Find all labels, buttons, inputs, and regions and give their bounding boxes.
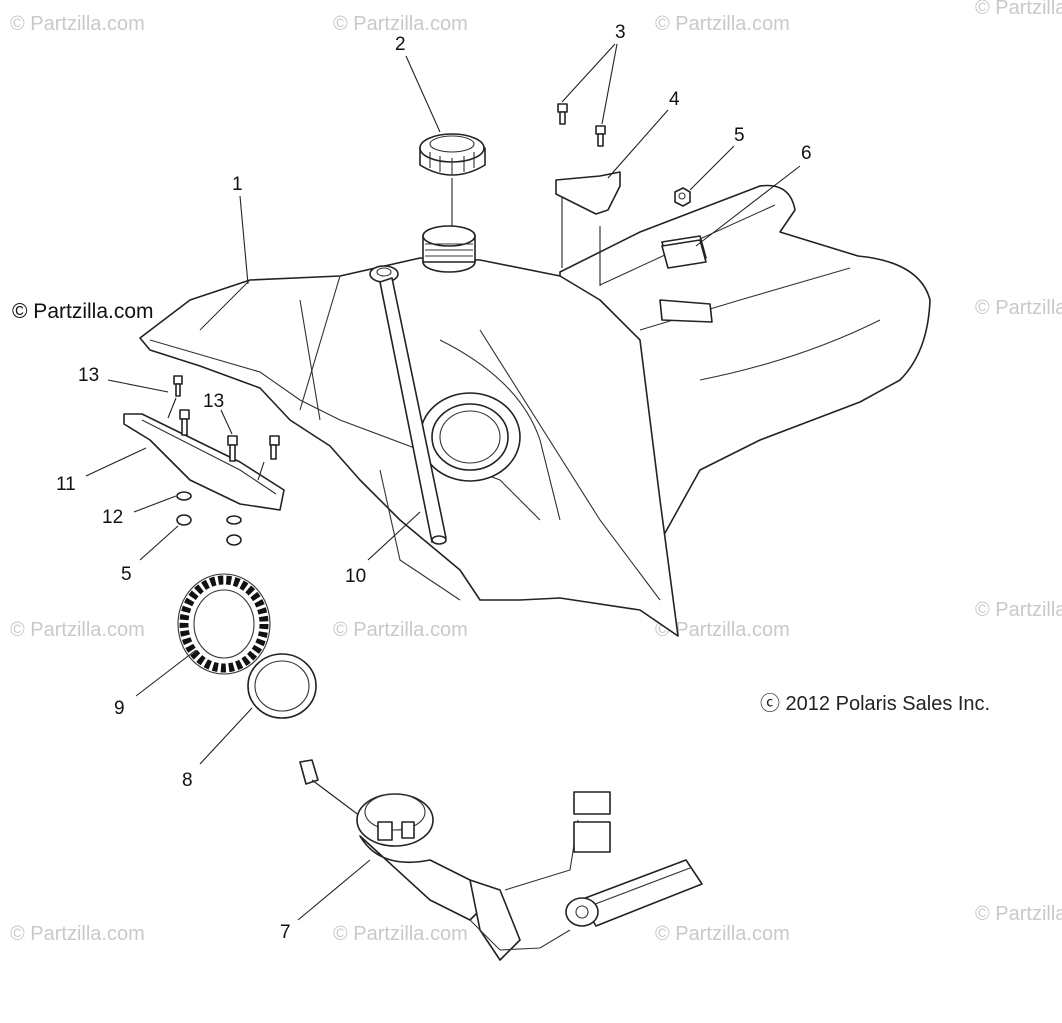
- watermark-9: © Partzilla.com: [333, 619, 468, 641]
- top-nut: [674, 187, 691, 207]
- callout-6: 6: [801, 143, 812, 164]
- shield-bracket: [123, 375, 285, 511]
- fuel-pump-assembly: [299, 759, 703, 961]
- fuel-cap: [419, 133, 486, 226]
- watermark-2: © Partzilla.com: [333, 13, 468, 35]
- callout-13-left: 13: [78, 365, 99, 386]
- callout-5-top: 5: [734, 125, 745, 146]
- watermark-4: © Partzilla.com: [975, 0, 1062, 19]
- mounting-screws: [557, 103, 606, 286]
- watermark-12: © Partzilla.com: [10, 923, 145, 945]
- fuel-tank-body: [139, 225, 679, 637]
- watermark-10: © Partzilla.com: [655, 619, 790, 641]
- callout-1: 1: [232, 174, 243, 195]
- callout-8: 8: [182, 770, 193, 791]
- callout-12: 12: [102, 507, 123, 528]
- locking-ring: [177, 573, 271, 675]
- watermark-1: © Partzilla.com: [10, 13, 145, 35]
- watermark-3: © Partzilla.com: [655, 13, 790, 35]
- callout-5-bottom: 5: [121, 564, 132, 585]
- callout-7: 7: [280, 922, 291, 943]
- watermark-11: © Partzilla.com: [975, 599, 1062, 621]
- callout-2: 2: [395, 34, 406, 55]
- watermark-13: © Partzilla.com: [333, 923, 468, 945]
- callout-9: 9: [114, 698, 125, 719]
- watermark-8: © Partzilla.com: [10, 619, 145, 641]
- callout-4: 4: [669, 89, 680, 110]
- watermark-7: © Partzilla.com: [975, 297, 1062, 319]
- pump-gasket: [247, 653, 317, 719]
- copyright-notice: ⓒ 2012 Polaris Sales Inc.: [760, 692, 990, 715]
- mounting-bracket: [555, 171, 621, 215]
- partzilla-brand-label: © Partzilla.com: [12, 300, 154, 323]
- watermark-14: © Partzilla.com: [655, 923, 790, 945]
- leader-lines: [85, 43, 801, 921]
- washers-and-nuts: [176, 491, 242, 546]
- rubber-pad: [661, 239, 707, 269]
- watermark-15: © Partzilla.com: [975, 903, 1062, 925]
- callout-13-right: 13: [203, 391, 224, 412]
- callout-numbers: 1 2 3 4 5 6 13 13 11 12 5 10 9 8 7: [56, 22, 812, 943]
- callout-10: 10: [345, 566, 366, 587]
- watermarks: © Partzilla.com © Partzilla.com © Partzi…: [10, 0, 1062, 945]
- callout-11: 11: [56, 474, 76, 495]
- callout-3: 3: [615, 22, 626, 43]
